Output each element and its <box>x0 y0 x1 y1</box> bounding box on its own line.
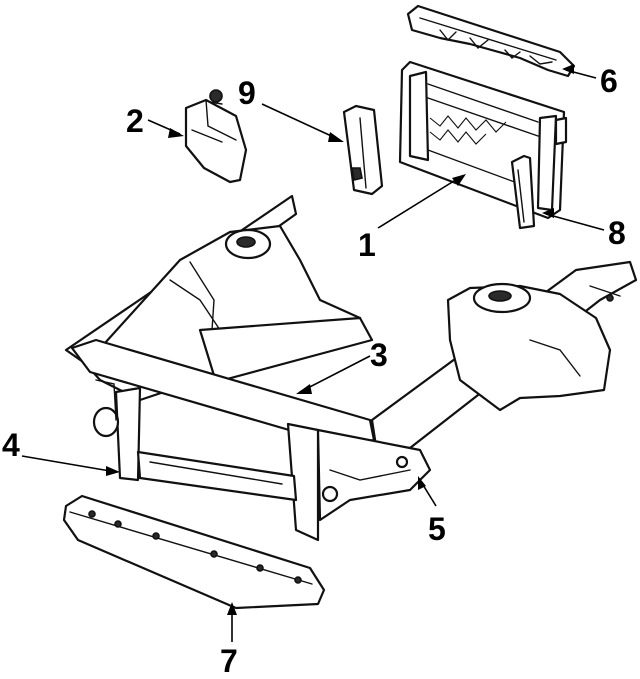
part-2-bracket <box>184 89 248 184</box>
callout-2: 2 <box>126 103 144 139</box>
part-3-apron-assembly <box>64 194 638 542</box>
leader-lines <box>21 64 605 642</box>
callout-7: 7 <box>220 643 238 679</box>
callout-8: 8 <box>608 215 626 251</box>
part-8-side-seal <box>510 154 536 230</box>
part-6-upper-panel <box>406 4 576 78</box>
callout-6: 6 <box>600 63 618 99</box>
callout-5: 5 <box>428 511 446 547</box>
callout-9: 9 <box>238 75 256 111</box>
part-7-lower-panel <box>62 494 326 610</box>
callout-labels: 1 2 3 4 5 6 7 8 9 <box>2 63 626 679</box>
part-9-side-seal <box>342 104 384 196</box>
callout-3: 3 <box>370 337 388 373</box>
part-1-radiator <box>398 60 568 220</box>
callout-1: 1 <box>358 227 376 263</box>
callout-4: 4 <box>2 427 20 463</box>
